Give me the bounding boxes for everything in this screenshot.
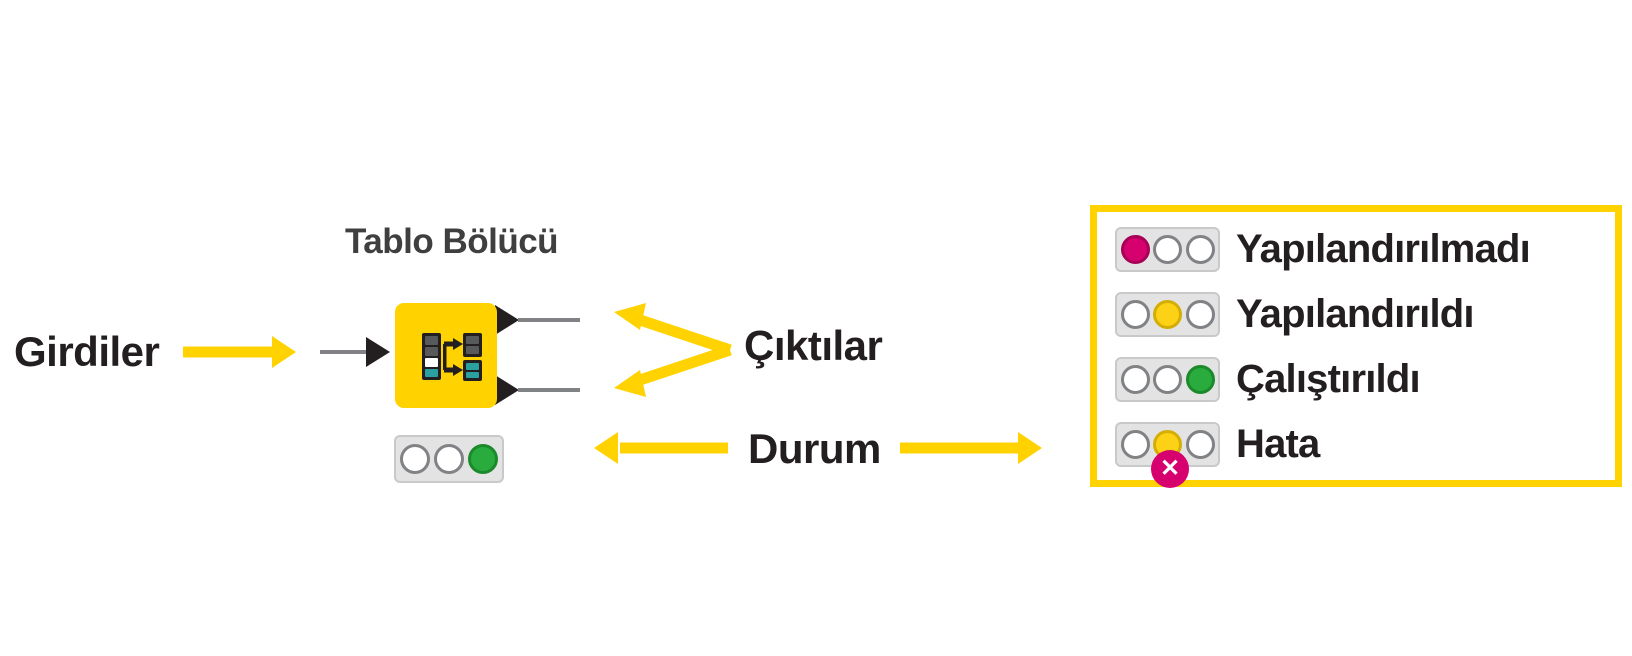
status-lamp-red (400, 444, 430, 474)
traffic-light-not-configured (1115, 227, 1220, 272)
traffic-light-error: ✕ (1115, 422, 1220, 488)
inputs-arrow (183, 336, 296, 368)
output-port-line-top (518, 318, 580, 322)
output-port-line-bottom (518, 388, 580, 392)
glyph-cell (466, 336, 479, 344)
table-splitter-icon (395, 303, 497, 408)
traffic-light-configured (1115, 292, 1220, 337)
legend-lamp-yellow (1153, 235, 1182, 264)
legend-lamp-red (1120, 235, 1150, 264)
glyph-cell (466, 363, 479, 370)
glyph-cell (466, 372, 479, 378)
glyph-left-column (422, 333, 441, 380)
legend-lamp-green (1185, 235, 1215, 264)
output-port-arrow-bottom (495, 375, 519, 405)
glyph-cell (425, 358, 438, 367)
glyph-bracket (443, 338, 463, 376)
glyph-cell (425, 336, 438, 345)
legend-lamp-red (1120, 300, 1150, 329)
traffic-light-executed (1115, 357, 1220, 402)
legend-lamp-yellow (1153, 365, 1182, 394)
input-port-line (320, 350, 368, 354)
legend-lamp-green (1185, 300, 1215, 329)
status-lamp-green (468, 444, 498, 474)
legend-row: Yapılandırıldı (1115, 292, 1475, 337)
glyph-cell (466, 346, 479, 354)
status-lamp-yellow (434, 444, 464, 474)
status-arrow-right (900, 432, 1042, 464)
legend-row: Çalıştırıldı (1115, 357, 1421, 402)
legend-row: ✕ Hata (1115, 422, 1320, 488)
legend-lamp-green (1185, 365, 1215, 394)
node-title: Tablo Bölücü (345, 222, 559, 261)
legend-label: Çalıştırıldı (1236, 357, 1421, 401)
outputs-label: Çıktılar (744, 322, 883, 369)
glyph-right-top (463, 333, 482, 357)
input-port-arrow (366, 337, 390, 367)
status-arrow-left (594, 432, 728, 464)
output-port-arrow-top (495, 305, 519, 335)
glyph-cell (425, 369, 438, 377)
legend-lamp-red (1120, 365, 1150, 394)
glyph-cell (425, 347, 438, 356)
inputs-label: Girdiler (14, 328, 160, 375)
legend-label: Yapılandırılmadı (1236, 227, 1531, 271)
legend-label: Yapılandırıldı (1236, 292, 1475, 336)
outputs-arrow (614, 303, 732, 397)
legend-row: Yapılandırılmadı (1115, 227, 1531, 272)
status-label: Durum (748, 425, 881, 472)
legend-lamp-red (1120, 430, 1150, 459)
legend-lamp-green (1185, 430, 1215, 459)
node-body[interactable] (395, 303, 497, 408)
legend-label: Hata (1236, 422, 1320, 466)
legend-box: Yapılandırılmadı Yapılandırıldı Çalıştır… (1090, 205, 1622, 488)
glyph-right-bottom (463, 360, 482, 381)
node-status-traffic-light[interactable] (394, 435, 504, 483)
legend-lamp-yellow (1153, 300, 1182, 329)
error-badge-icon: ✕ (1151, 450, 1189, 488)
